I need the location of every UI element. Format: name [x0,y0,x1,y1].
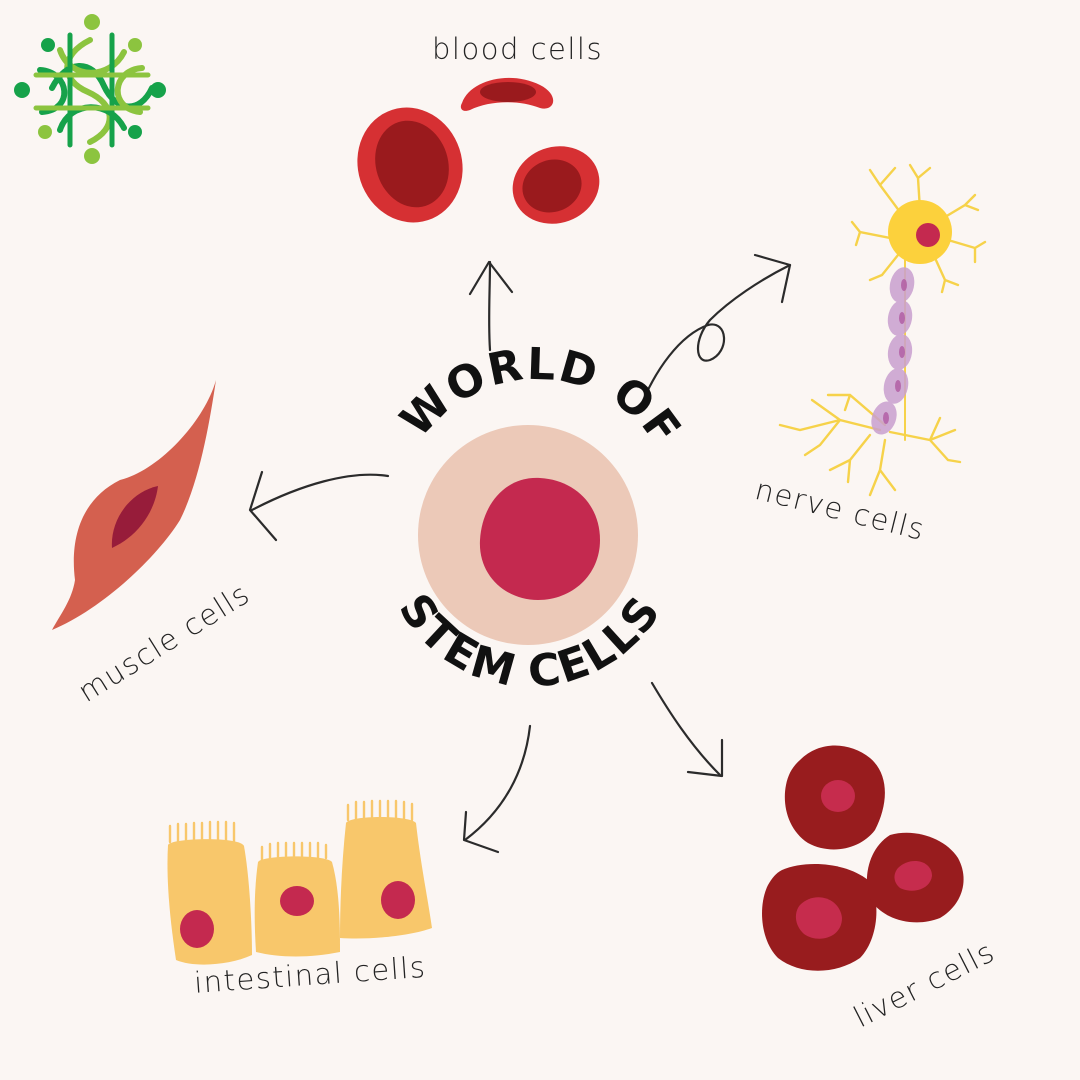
stem-cell-illustration [418,425,638,645]
intestinal-cells-illustration [167,799,432,965]
liver-cells-illustration [762,745,964,971]
blood-cells-illustration [357,77,600,224]
nerve-cell-illustration [778,163,987,497]
logo-icon [14,14,166,164]
blood-cell-right [512,146,600,224]
muscle-cell-illustration [52,380,216,630]
arrow-to-nerve-cells [638,253,792,410]
arrow-to-blood-cells [468,260,514,352]
arrow-to-liver-cells [650,681,724,778]
arrow-to-intestinal-cells [462,724,532,854]
arrow-to-muscle-cells [248,470,390,542]
blood-cell-left [357,107,463,223]
label-blood-cells: blood cells [432,32,604,66]
